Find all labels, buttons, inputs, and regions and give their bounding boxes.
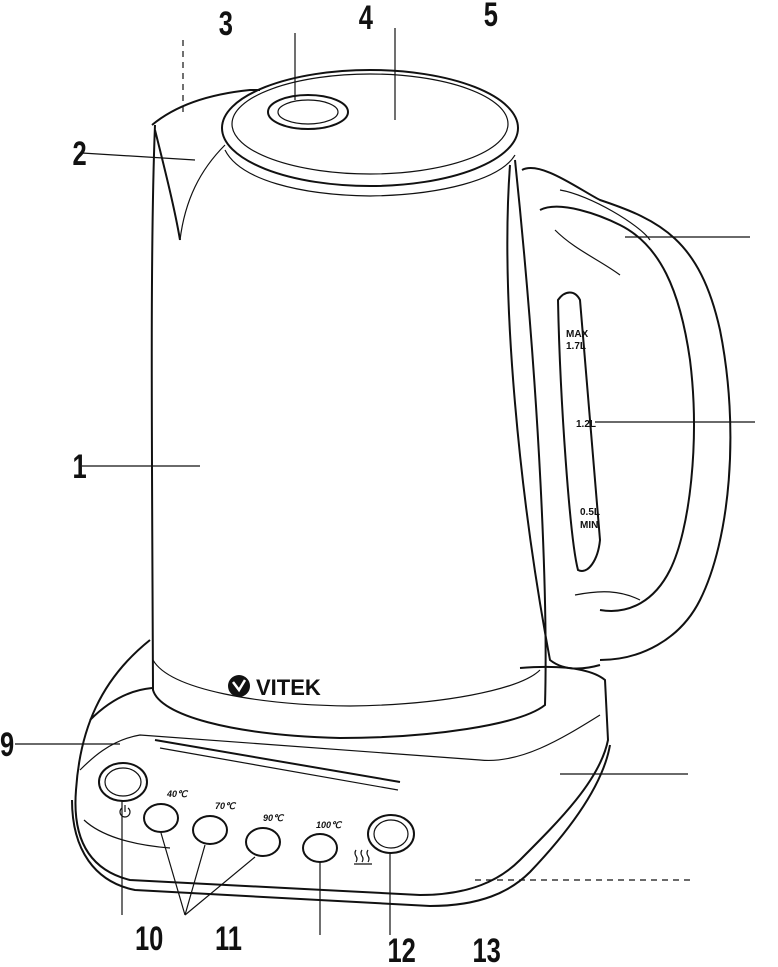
handle [506, 164, 732, 670]
temp-90-button[interactable]: 90℃ [245, 813, 285, 857]
callout-5: 5 [484, 0, 498, 34]
temp-40-button[interactable]: 40℃ [143, 789, 189, 833]
base-stand [71, 639, 611, 908]
spout [151, 89, 260, 241]
callout-9: 9 [0, 727, 14, 764]
water-level-window: MAX 1.7L 1.2L 0.5L MIN [556, 291, 602, 572]
lid [221, 69, 519, 197]
callout-4: 4 [359, 0, 373, 37]
callout-3: 3 [219, 6, 233, 43]
temp-90-label: 90℃ [263, 813, 285, 823]
callout-12: 12 [388, 933, 416, 967]
scale-min-volume: 0.5L [580, 507, 600, 518]
keep-warm-button[interactable] [354, 814, 415, 865]
callout-11: 11 [215, 921, 242, 958]
scale-max-label: MAX [566, 329, 589, 340]
lid-open-button[interactable] [267, 94, 349, 130]
callout-10: 10 [135, 921, 163, 958]
callout-13: 13 [473, 933, 501, 967]
keep-warm-icon [354, 849, 372, 865]
temp-40-label: 40℃ [166, 789, 189, 799]
temp-70-button[interactable]: 70℃ [192, 801, 237, 845]
scale-mid-volume: 1.2L [576, 419, 596, 430]
scale-max-volume: 1.7L [566, 341, 586, 352]
temp-100-button[interactable]: 100℃ [302, 820, 343, 863]
callout-2: 2 [73, 136, 87, 173]
callout-1: 1 [73, 449, 87, 486]
brand-name: VITEK [256, 675, 321, 700]
power-button[interactable] [98, 762, 148, 818]
brand-logo: VITEK [228, 675, 321, 700]
leader-lines [15, 28, 755, 935]
temp-100-label: 100℃ [316, 820, 343, 830]
scale-min-label: MIN [580, 520, 598, 531]
temp-70-label: 70℃ [215, 801, 237, 811]
power-icon [119, 805, 131, 818]
kettle-body [150, 124, 547, 740]
